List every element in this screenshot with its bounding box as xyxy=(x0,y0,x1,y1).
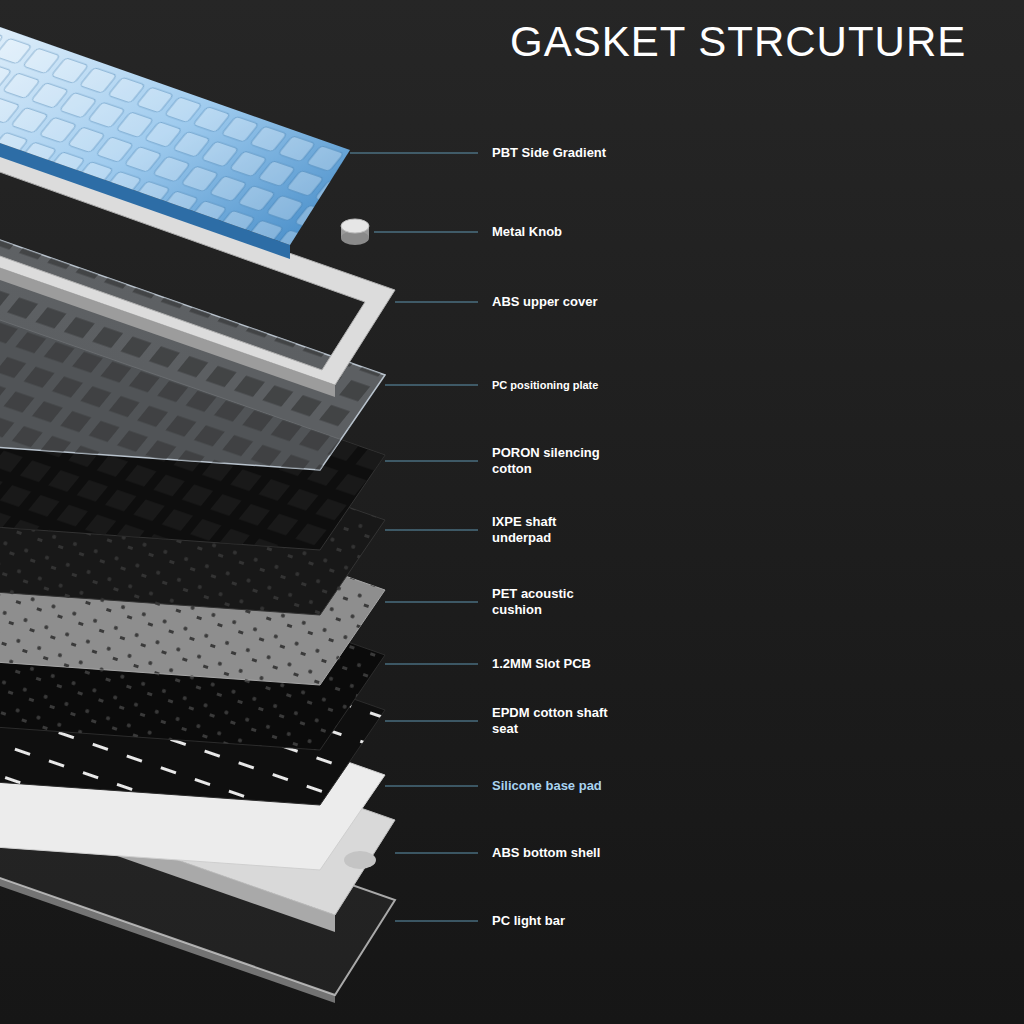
leader-line xyxy=(385,601,478,602)
part-label: PORON silencing cotton xyxy=(492,445,610,477)
part-label: ABS upper cover xyxy=(492,294,610,310)
part-label: Silicone base pad xyxy=(492,778,610,794)
part-label: ABS bottom shell xyxy=(492,845,610,861)
part-label: PC positioning plate xyxy=(492,378,610,392)
part-label: PC light bar xyxy=(492,913,610,929)
part-label: EPDM cotton shaft seat xyxy=(492,705,610,737)
leader-line xyxy=(395,920,478,921)
leader-line xyxy=(385,720,478,721)
keycaps-grid xyxy=(0,20,350,245)
part-label: 1.2MM Slot PCB xyxy=(492,656,610,672)
knob-top xyxy=(341,219,369,233)
leader-line xyxy=(395,852,478,853)
part-label: PET acoustic cushion xyxy=(492,586,610,618)
part-label: IXPE shaft underpad xyxy=(492,514,610,546)
keycaps xyxy=(0,20,350,245)
leader-line xyxy=(350,152,478,153)
diagram-title: GASKET STRCUTURE xyxy=(510,18,966,66)
upper-cover-side xyxy=(0,261,335,397)
leader-line xyxy=(385,460,478,461)
part-label: Metal Knob xyxy=(492,224,610,240)
leader-line xyxy=(385,785,478,786)
leader-line xyxy=(385,384,478,385)
part-label: PBT Side Gradient xyxy=(492,145,610,161)
bottom-shell-boss xyxy=(344,851,376,869)
leader-line xyxy=(395,301,478,302)
leader-line xyxy=(385,663,478,664)
leader-line xyxy=(374,231,478,232)
leader-line xyxy=(385,529,478,530)
